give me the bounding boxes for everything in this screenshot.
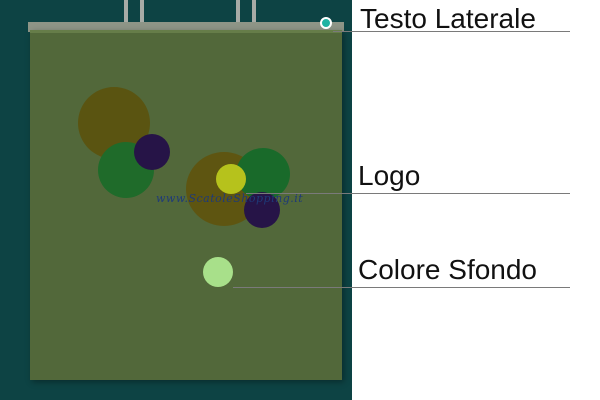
bag-front-panel: [30, 30, 342, 380]
hotspot-side-text[interactable]: [320, 17, 332, 29]
callout-line-background-color: [233, 287, 570, 288]
logo-hotspot-fill: [216, 164, 246, 194]
callout-label-logo[interactable]: Logo: [358, 160, 421, 191]
callout-label-side-text[interactable]: Testo Laterale: [360, 3, 536, 34]
hotspot-logo[interactable]: [216, 163, 246, 193]
logo-circle-purple-2: [244, 192, 280, 228]
hotspot-background-color[interactable]: [203, 257, 233, 287]
shopping-bag-mockup: www.ScatoleShopping.it: [28, 0, 344, 380]
bag-side-panel: [28, 22, 344, 32]
brand-wordmark: www.ScatoleShopping.it: [156, 192, 304, 205]
callout-line-logo: [246, 193, 570, 194]
product-preview-canvas: www.ScatoleShopping.it: [0, 0, 352, 400]
bag-top-edge: [30, 30, 342, 33]
logo-circle-purple: [134, 134, 170, 170]
callout-label-background-color[interactable]: Colore Sfondo: [358, 254, 538, 285]
callout-line-side-text: [333, 31, 570, 32]
